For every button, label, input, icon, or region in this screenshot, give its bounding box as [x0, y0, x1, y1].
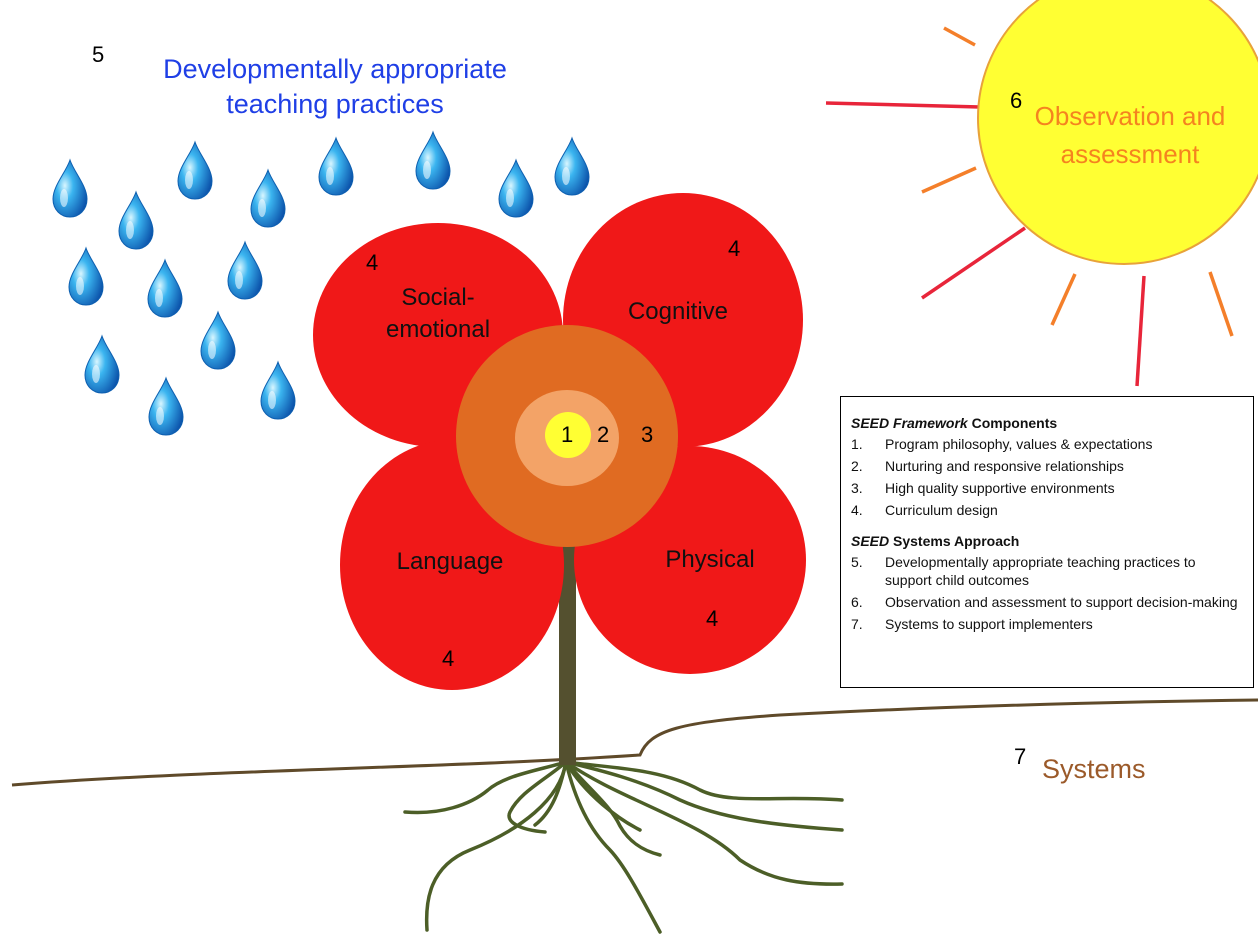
roots — [403, 760, 844, 934]
raindrop-icon — [118, 190, 154, 250]
legend-item-text: Curriculum design — [885, 502, 998, 518]
petal-number-cognitive: 4 — [728, 236, 741, 261]
petal-label-physical: Physical — [665, 546, 755, 573]
raindrop-icon — [147, 258, 183, 318]
sun-title: Observation and assessment — [1034, 101, 1226, 169]
petal-number-physical: 4 — [706, 606, 719, 631]
legend-item-text: Systems to support implementers — [885, 616, 1093, 632]
legend-item-number: 1. — [851, 436, 863, 452]
legend-item: 5. Developmentally appropriate teaching p… — [851, 553, 1243, 589]
legend-box: SEED Framework Components 1. Program phil… — [840, 396, 1254, 688]
rain-title: Developmentally appropriate teaching pra… — [163, 54, 507, 120]
legend-item-number: 6. — [851, 594, 863, 610]
systems-number: 7 — [1014, 744, 1027, 769]
legend-item-text: Developmentally appropriate teaching pra… — [885, 554, 1196, 588]
legend-systems-list: 5. Developmentally appropriate teaching p… — [851, 553, 1243, 633]
raindrop-icon — [200, 310, 236, 370]
petal-label-cognitive: Cognitive — [627, 298, 729, 325]
raindrop-icon — [177, 140, 213, 200]
legend-framework-heading-rest: Components — [971, 415, 1058, 431]
raindrop-icon — [260, 360, 296, 420]
raindrops — [52, 130, 590, 436]
legend-item-number: 7. — [851, 616, 863, 632]
legend-item: 4. Curriculum design — [851, 501, 1243, 519]
raindrop-icon — [318, 136, 354, 196]
legend-systems-heading-rest: Systems Approach — [893, 533, 1020, 549]
legend-framework-list: 1. Program philosophy, values & expectati… — [851, 435, 1243, 519]
raindrop-icon — [52, 158, 88, 218]
sun-number: 6 — [1010, 88, 1023, 113]
legend-item-number: 5. — [851, 554, 863, 570]
legend-item: 3. High quality supportive environments — [851, 479, 1243, 497]
ground-line — [11, 698, 1258, 787]
legend-systems-heading-em: SEED — [851, 533, 890, 549]
rain-number: 5 — [92, 42, 105, 67]
raindrop-icon — [498, 158, 534, 218]
legend-framework-heading-em: SEED Framework — [851, 415, 968, 431]
middle-number: 2 — [597, 422, 610, 447]
raindrop-icon — [250, 168, 286, 228]
raindrop-icon — [84, 334, 120, 394]
legend-item-number: 4. — [851, 502, 863, 518]
legend-item: 2. Nurturing and responsive relationships — [851, 457, 1243, 475]
center-circle — [545, 412, 591, 458]
legend-item-text: High quality supportive environments — [885, 480, 1115, 496]
sun — [977, 0, 1258, 265]
legend-framework-heading: SEED Framework Components — [851, 415, 1243, 431]
legend-item-number: 3. — [851, 480, 863, 496]
petal-label-social-emotional: Social-emotional — [385, 284, 491, 344]
sun-rays — [825, 26, 1234, 387]
raindrop-icon — [415, 130, 451, 190]
legend-item: 6. Observation and assessment to support … — [851, 593, 1243, 611]
center-number: 1 — [561, 422, 574, 447]
legend-item-number: 2. — [851, 458, 863, 474]
flower-stem — [559, 540, 576, 765]
raindrop-icon — [68, 246, 104, 306]
legend-item: 1. Program philosophy, values & expectati… — [851, 435, 1243, 453]
legend-item: 7. Systems to support implementers — [851, 615, 1243, 633]
legend-item-text: Nurturing and responsive relationships — [885, 458, 1124, 474]
raindrop-icon — [148, 376, 184, 436]
petal-label-language: Language — [396, 548, 504, 575]
systems-title: Systems — [1042, 754, 1146, 784]
petal-number-language: 4 — [442, 646, 455, 671]
legend-item-text: Program philosophy, values & expectation… — [885, 436, 1153, 452]
raindrop-icon — [554, 136, 590, 196]
petal-number-social-emotional: 4 — [366, 250, 379, 275]
legend-item-text: Observation and assessment to support de… — [885, 594, 1238, 610]
outer-number: 3 — [641, 422, 654, 447]
legend-systems-heading: SEED Systems Approach — [851, 533, 1243, 549]
raindrop-icon — [227, 240, 263, 300]
